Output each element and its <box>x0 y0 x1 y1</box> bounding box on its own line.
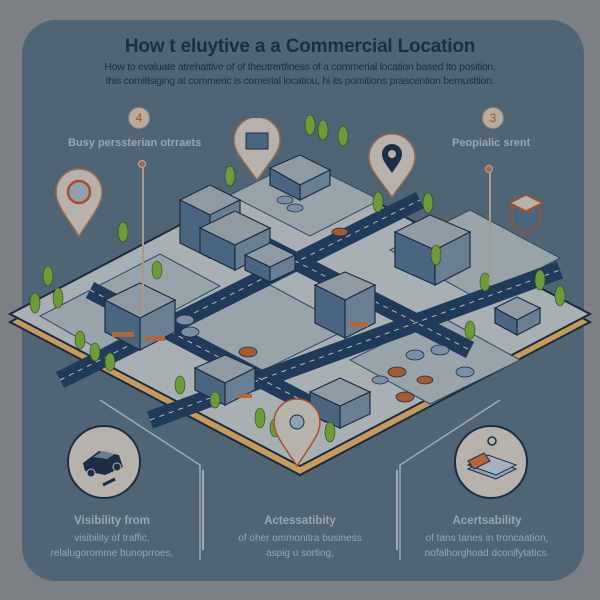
callout-dot <box>485 165 493 173</box>
callout-stem <box>142 163 144 313</box>
caption-title-visibility: Visibility from <box>74 515 150 527</box>
caption-text: aspig u sorting, <box>266 548 334 559</box>
magnifier-pin-icon <box>55 168 103 238</box>
caption-text: nofalhorghoad dconifytatics. <box>424 548 550 559</box>
location-pin-icon <box>368 133 416 199</box>
small-building-icon <box>508 194 544 236</box>
callout-stem <box>489 170 491 285</box>
callout-number-badge: 3 <box>482 107 504 129</box>
subtitle-line-2: this comitlsiging at commeric is comeria… <box>105 75 495 87</box>
callout-number-badge: 4 <box>128 107 150 129</box>
page-title: How t eluytive a a Commercial Location <box>124 36 476 57</box>
column-divider <box>202 470 204 550</box>
building-pin-icon <box>233 118 281 182</box>
caption-text: visibility of traffic, <box>74 533 150 544</box>
car-icon-circle <box>67 425 141 499</box>
caption-text: of oher ommonitra business <box>238 533 362 544</box>
callout-label: Peopialic srent <box>452 137 531 149</box>
documents-icon <box>466 436 518 480</box>
car-icon <box>83 451 123 487</box>
caption-text: of tans tanes in troncaation, <box>425 533 549 544</box>
caption-text: relalugoromme bunoprroes, <box>50 548 174 559</box>
documents-icon-circle <box>454 425 528 499</box>
target-pin-icon <box>273 398 321 468</box>
callout-dot <box>138 160 146 168</box>
subtitle-line-1: How to evaluate atrehattive of of theutr… <box>104 61 496 73</box>
column-divider <box>396 470 398 550</box>
caption-title-accessibility: Actessatibity <box>264 515 336 527</box>
callout-label: Busy perssterian otrraets <box>68 137 202 149</box>
caption-title-acceptability: Acertsability <box>452 515 522 527</box>
